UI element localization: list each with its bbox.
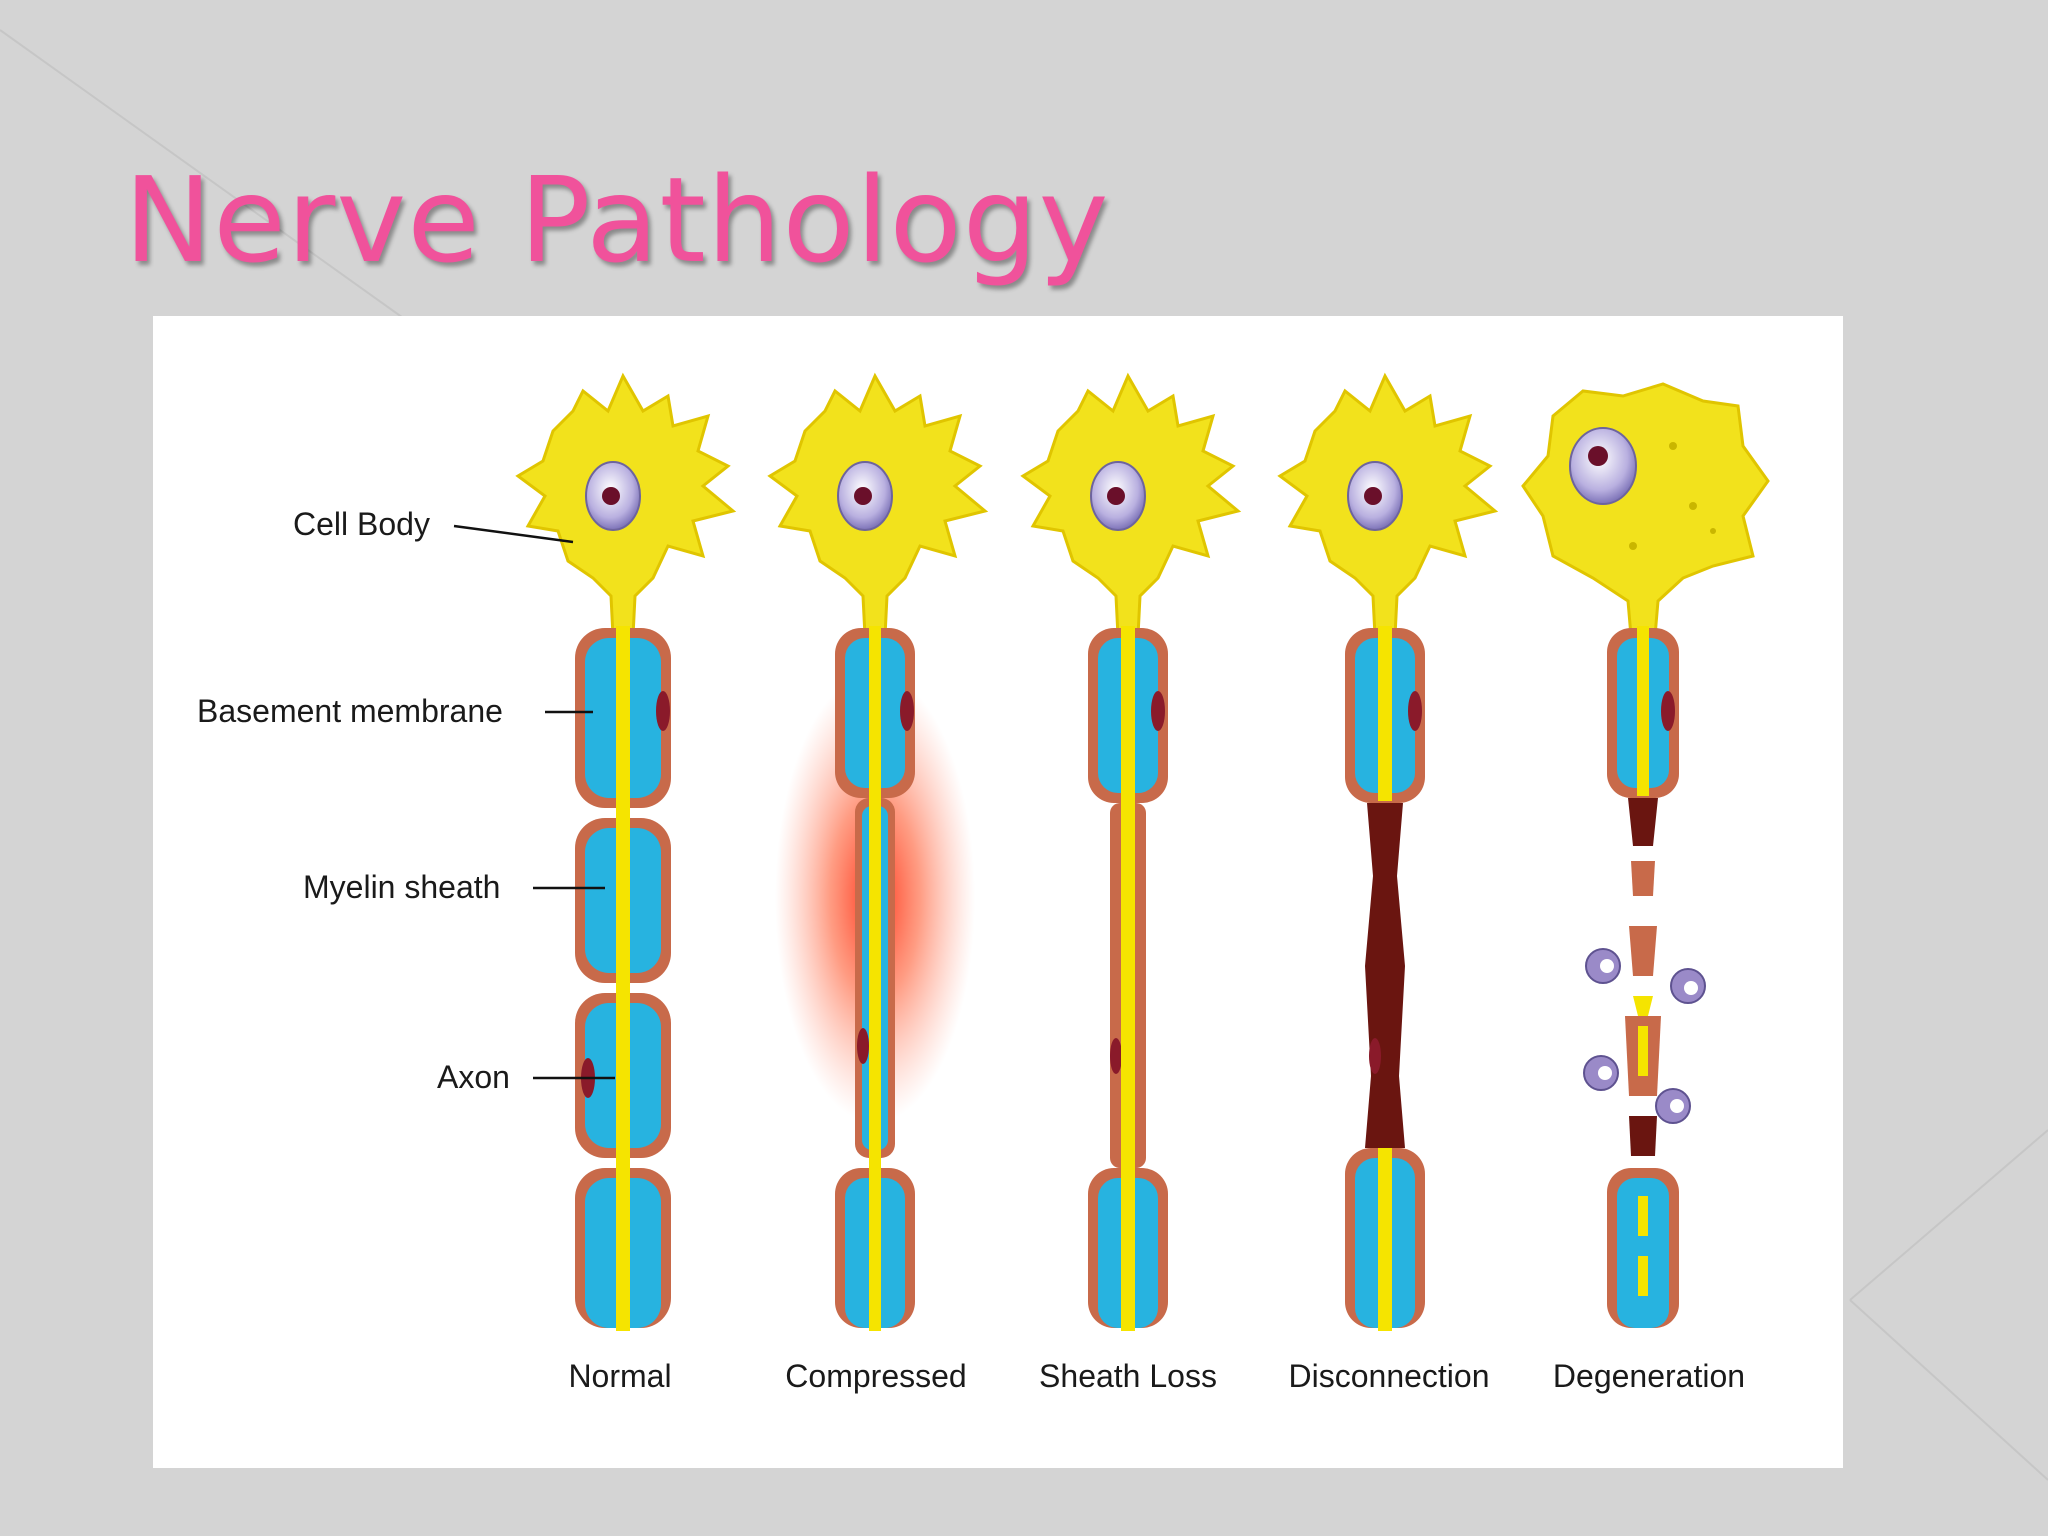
nerve-pathology-figure: Cell Body Basement membrane Myelin sheat… (153, 316, 1843, 1468)
stage-label-degeneration: Degeneration (1553, 1358, 1745, 1394)
neuron-sheath-loss (1020, 372, 1242, 1331)
label-axon: Axon (437, 1059, 510, 1095)
neuron-normal (515, 372, 737, 1331)
macrophage-cells (1583, 948, 1706, 1124)
neuron-compressed (767, 372, 989, 1331)
neuron-degeneration (1521, 382, 1770, 1328)
slide-title: Nerve Pathology (124, 151, 1110, 289)
label-basement-membrane: Basement membrane (197, 693, 503, 729)
label-cell-body: Cell Body (293, 506, 430, 542)
stage-label-disconnection: Disconnection (1289, 1358, 1490, 1394)
stage-label-sheath-loss: Sheath Loss (1039, 1358, 1217, 1394)
neuron-disconnection (1277, 372, 1499, 1331)
nerve-diagram: Cell Body Basement membrane Myelin sheat… (197, 372, 1770, 1394)
stage-label-normal: Normal (568, 1358, 671, 1394)
leader-lines (453, 524, 615, 1080)
stage-label-compressed: Compressed (785, 1358, 966, 1394)
label-myelin-sheath: Myelin sheath (303, 869, 500, 905)
